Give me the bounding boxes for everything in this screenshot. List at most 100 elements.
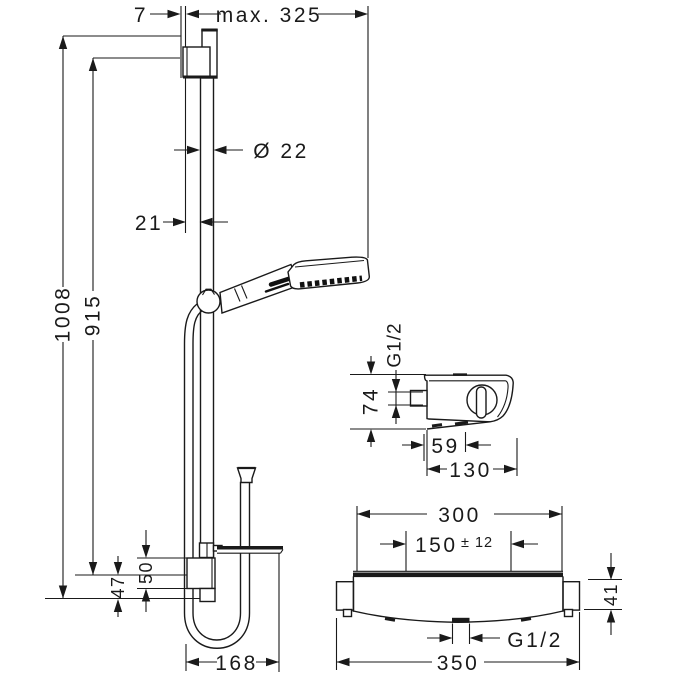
dim-350-lines	[335, 612, 581, 670]
dim-150-arrow-left	[511, 539, 524, 549]
front-right-notch	[563, 608, 574, 618]
dim-47-arrow-up	[113, 599, 123, 612]
dim-side-thread-g12: G1/2	[385, 322, 423, 424]
dim-inlet-spacing-150: 150 ± 12	[380, 531, 538, 571]
thermostat-side-view	[409, 373, 514, 430]
side-body-bottom	[426, 421, 491, 430]
dim-front-total-width-350: 350	[335, 612, 581, 675]
dim-915-arrow-up	[88, 58, 98, 71]
hose-outer	[183, 303, 251, 649]
dim-130-lines	[426, 430, 518, 476]
dim-total-depth-label: 130	[449, 459, 492, 482]
shower-hose	[183, 303, 251, 649]
hose-cone-nut	[236, 467, 257, 484]
dim-59-arrow-right	[411, 440, 424, 450]
dim-bottom-depth-168: 168	[185, 553, 280, 675]
dim-wall-gap-21: 21	[135, 78, 228, 235]
dim-side-total-depth-130: 130	[426, 430, 518, 482]
dim-50-arrow-down	[141, 545, 151, 558]
dim-body-width-label: 300	[438, 504, 481, 527]
side-foot-1	[431, 423, 443, 428]
dim-74-arrow-up	[366, 429, 376, 442]
dim-7-label: 7	[134, 4, 148, 27]
dim-47-arrow-down	[113, 562, 123, 575]
hose-inner	[192, 308, 242, 641]
dim-side-height-label: 74	[360, 387, 383, 415]
dim-41-lines	[584, 553, 622, 635]
thermostat-front-view	[335, 570, 581, 624]
dim-wall-gap-label: 21	[135, 212, 163, 235]
dim-outlet-thread-g12: G1/2	[427, 623, 563, 652]
dim-front-width-300: 300	[356, 504, 563, 571]
dim-59-arrow-left	[465, 440, 479, 450]
front-left-notch	[342, 608, 353, 618]
dim-g12f-arrow-left	[469, 633, 483, 643]
dim-1008-arrow-up	[58, 36, 68, 49]
dim-inlet-spacing-label: 150	[415, 534, 458, 557]
front-foot-1	[384, 617, 396, 622]
dim-21-arrow-left	[199, 217, 213, 227]
dim-300-lines	[356, 506, 563, 571]
dim-350-arrow-left	[336, 657, 350, 667]
slider-block	[186, 557, 216, 590]
dim-diameter-label: Ø 22	[253, 140, 309, 163]
dim-1008-arrow-down	[58, 585, 68, 599]
dim-59-lines	[402, 432, 491, 461]
dim-rail-height-915: 915	[75, 57, 187, 576]
dim-350-arrow-right	[566, 657, 580, 667]
dim-bottom-depth-label: 168	[215, 652, 258, 675]
shelf-top-mask	[217, 549, 281, 554]
dim-41-arrow-up	[606, 609, 616, 623]
dim-21-arrow-right	[173, 217, 186, 227]
dim-21-lines	[163, 78, 228, 233]
dim-50-arrow-up	[141, 588, 151, 602]
dim-300-arrow-left	[357, 509, 370, 519]
dim-g12s-arrow-down	[391, 379, 401, 392]
dim-915-arrow-down	[88, 562, 98, 575]
handle-band-lines	[233, 285, 248, 302]
bottom-assembly	[186, 466, 284, 603]
wall-bar	[180, 6, 218, 560]
dim-outlet-thread-label: G1/2	[507, 629, 563, 652]
spray-nozzle-band	[299, 275, 363, 288]
dim-150-lines	[380, 531, 538, 571]
dim-7-arrow-right	[167, 9, 181, 19]
dim-overall-height-label: 1008	[52, 286, 75, 343]
hand-shower	[196, 256, 370, 314]
shelf-underside	[217, 549, 284, 554]
dim-g12f-lines	[427, 623, 500, 644]
hand-shower-handle	[219, 263, 300, 314]
dim-22-arrow-right	[187, 145, 200, 155]
rail-tube	[199, 77, 215, 560]
dim-325-arrow	[355, 9, 368, 19]
dim-max-reach-label: max. 325	[216, 4, 322, 27]
holder-knob	[196, 289, 221, 314]
dim-74-arrow-down	[366, 361, 376, 375]
front-right-connector	[562, 581, 581, 611]
front-left-connector	[335, 581, 355, 611]
side-body-inner-back	[497, 380, 509, 418]
dim-g12f-arrow-right	[439, 633, 453, 643]
handle-shadow-streak-2	[264, 282, 290, 293]
dim-22-arrow-left	[213, 145, 227, 155]
front-outlet-spout	[452, 617, 470, 623]
dim-7-arrow-left	[186, 9, 199, 19]
dim-max-reach-325: max. 325	[216, 4, 369, 258]
dim-150-arrow-right	[393, 539, 406, 549]
dim-915-lines	[75, 57, 187, 576]
dim-74-lines	[350, 356, 426, 447]
dim-side-height-74: 74	[350, 356, 426, 447]
shelf-top-bar	[217, 546, 283, 550]
top-bracket-base	[183, 75, 217, 79]
slider-lower-step	[199, 587, 216, 603]
dim-knob-depth-label: 59	[431, 435, 459, 458]
dim-body-height-label: 41	[601, 583, 621, 606]
dim-lower-gap-47: 47	[108, 556, 128, 617]
dim-50-lines	[137, 530, 187, 612]
side-inlet-nipple	[409, 389, 428, 407]
head-top-edge-line	[294, 259, 365, 268]
dim-rail-diameter-22: Ø 22	[174, 140, 309, 163]
dim-168-lines	[185, 553, 280, 672]
